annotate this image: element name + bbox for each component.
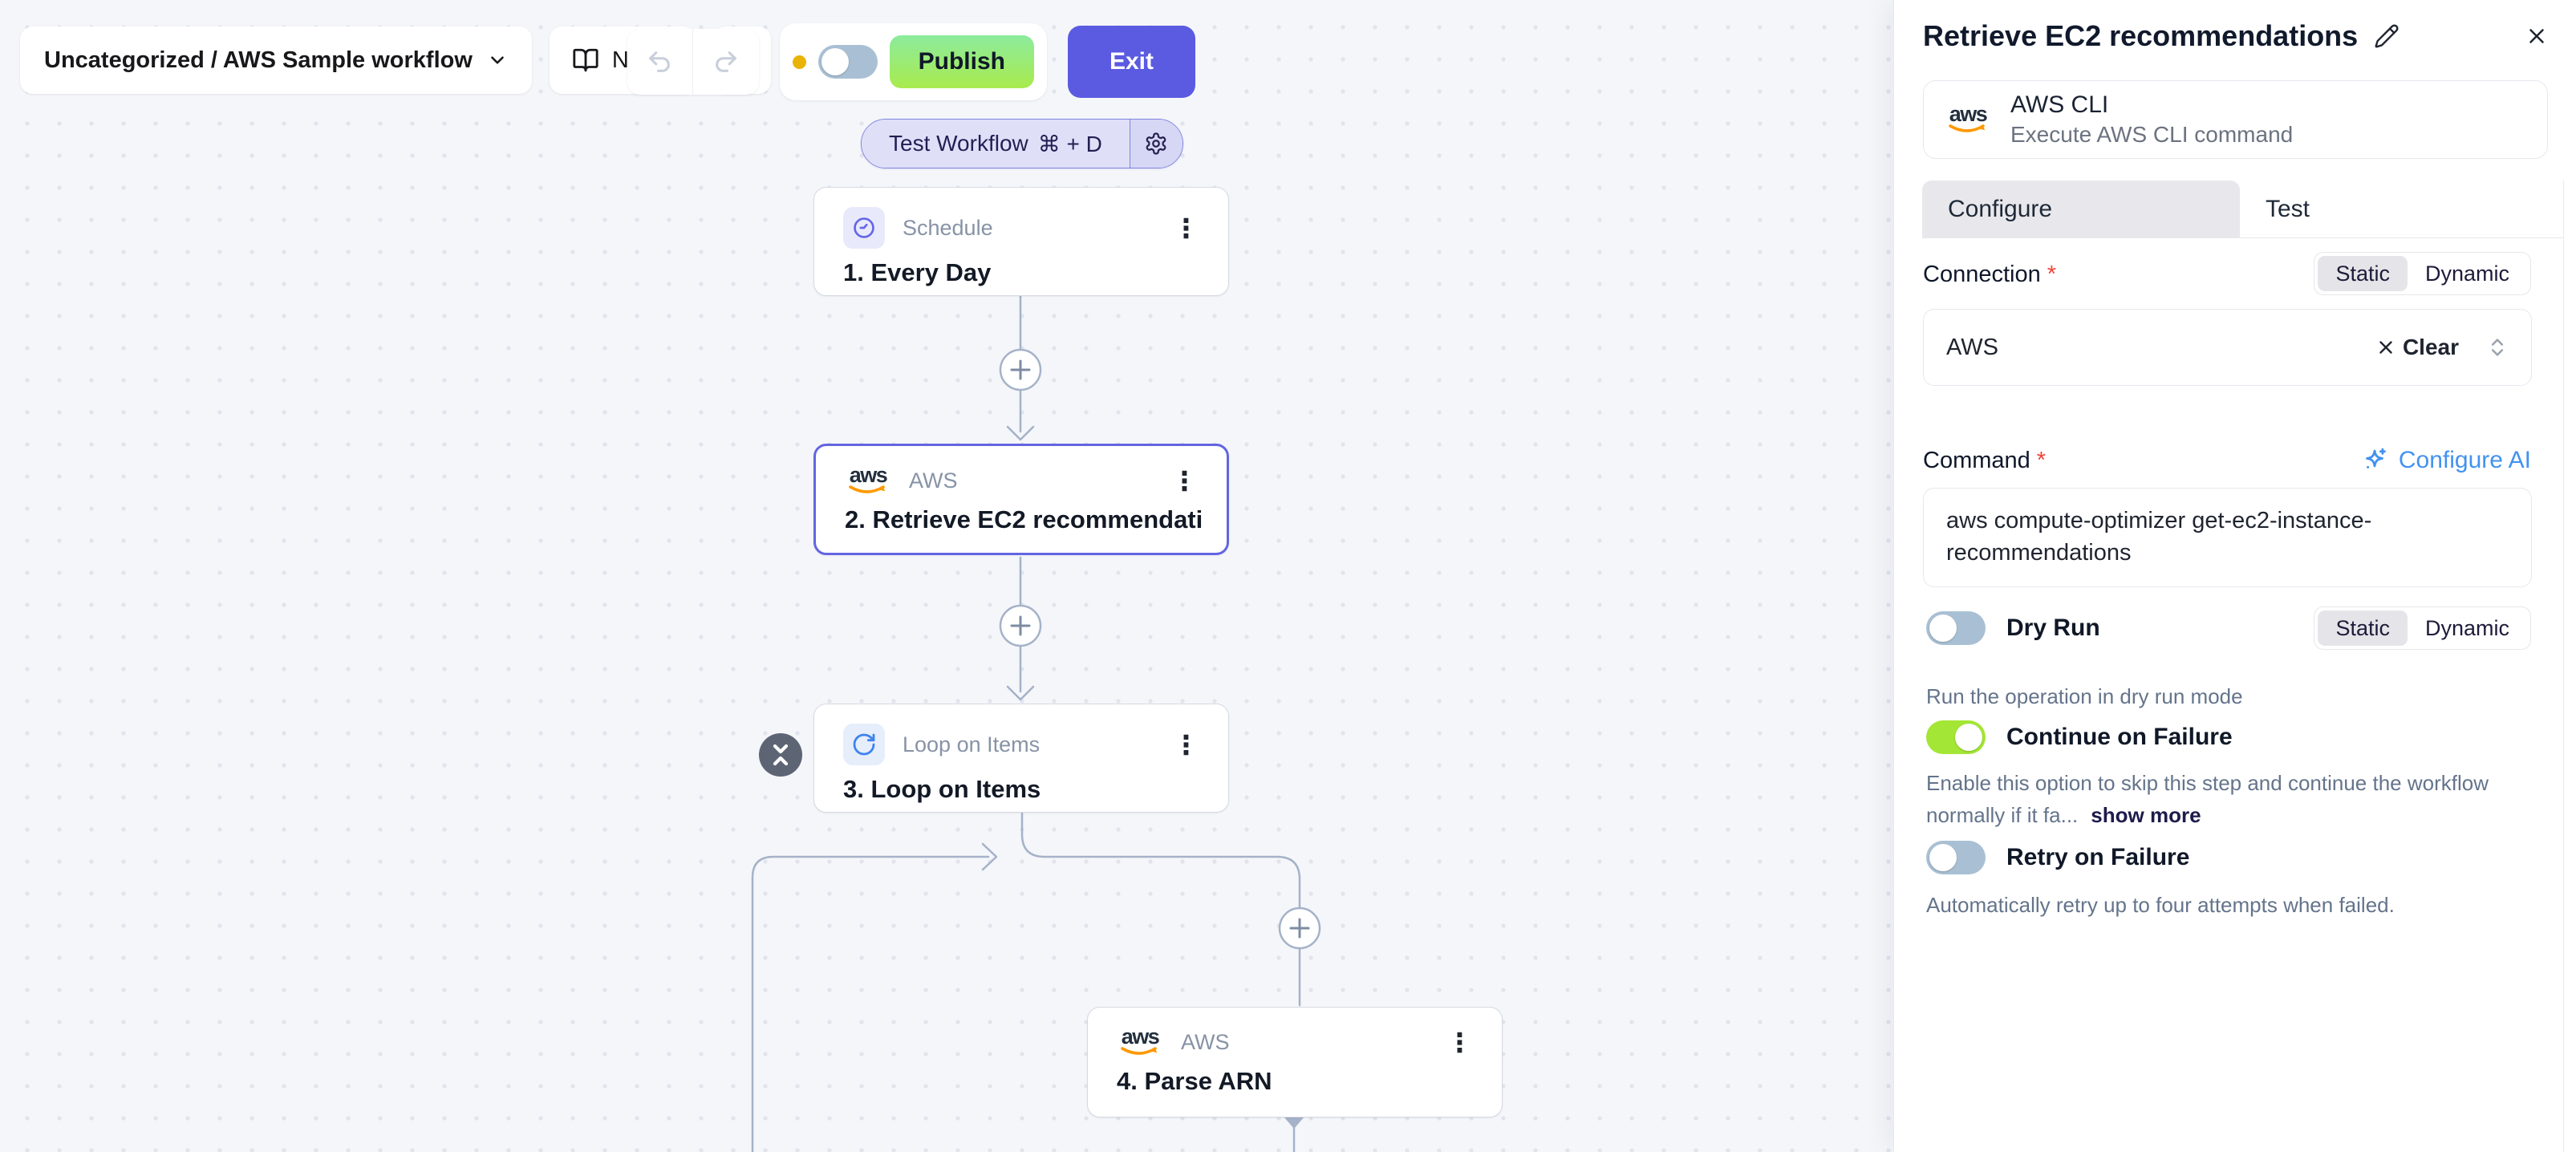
continue-on-failure-toggle[interactable] [1926, 720, 1986, 754]
test-workflow-label: Test Workflow [889, 131, 1028, 156]
test-workflow-button[interactable]: Test Workflow ⌘ + D [862, 120, 1130, 168]
panel-scroll-divider [2563, 181, 2564, 1152]
retry-on-failure-toggle[interactable] [1926, 841, 1986, 874]
exit-button[interactable]: Exit [1067, 26, 1195, 98]
test-workflow-shortcut: ⌘ + D [1037, 131, 1102, 156]
node-menu-button[interactable]: ⋮ [1171, 465, 1198, 496]
node-menu-button[interactable]: ⋮ [1446, 1027, 1473, 1057]
collapse-loop-button[interactable] [759, 733, 802, 777]
publish-controls: Publish [779, 23, 1047, 100]
piece-name: AWS CLI [2010, 91, 2109, 118]
node-title: 3. Loop on Items [843, 775, 1041, 803]
connection-value: AWS [1946, 334, 1998, 360]
unsaved-changes-indicator [792, 55, 806, 69]
connection-select[interactable]: AWS Clear [1923, 309, 2532, 386]
dynamic-option[interactable]: Dynamic [2424, 615, 2509, 640]
chevron-down-icon [487, 50, 508, 71]
command-input[interactable]: aws compute-optimizer get-ec2-instance-r… [1923, 488, 2532, 587]
x-icon [2379, 341, 2392, 354]
node-schedule[interactable]: Schedule ⋮ 1. Every Day [813, 187, 1229, 296]
notes-book-icon [572, 47, 599, 74]
show-more-link[interactable]: show more [2091, 803, 2201, 827]
node-type-label: AWS [909, 468, 958, 493]
undo-button[interactable] [627, 29, 693, 95]
configure-ai-button[interactable]: Configure AI [2360, 446, 2531, 475]
command-label: Command* [1923, 447, 2047, 473]
connection-label: Connection* [1923, 262, 2057, 287]
piece-description: Execute AWS CLI command [2010, 122, 2294, 147]
piece-info-card: aws AWS CLI Execute AWS CLI command [1923, 80, 2548, 159]
chevrons-collapse-icon [773, 744, 789, 766]
clear-connection-button[interactable]: Clear [2375, 335, 2459, 360]
dry-run-toggle[interactable] [1926, 611, 1986, 645]
node-loop-on-items[interactable]: Loop on Items ⋮ 3. Loop on Items [813, 704, 1229, 813]
loop-rotate-icon [843, 724, 885, 765]
workflow-name: Uncategorized / AWS Sample workflow [44, 47, 473, 73]
history-controls [627, 29, 759, 95]
aws-logo-icon: aws [845, 464, 891, 496]
node-menu-button[interactable]: ⋮ [1173, 213, 1199, 243]
panel-tabs: Configure Test [1922, 181, 2563, 238]
workflow-edges [751, 294, 1321, 1152]
tab-test[interactable]: Test [2266, 195, 2310, 222]
node-title: 2. Retrieve EC2 recommendati… [845, 505, 1203, 533]
test-workflow-control: Test Workflow ⌘ + D [861, 119, 1183, 168]
canvas-toolbar-right: Publish Exit [627, 23, 1195, 100]
add-step-button[interactable] [999, 604, 1042, 647]
retry-on-failure-label: Retry on Failure [2006, 844, 2190, 870]
redo-button[interactable] [693, 29, 759, 95]
connection-static-dynamic-switch: Static Dynamic [2314, 252, 2531, 295]
schedule-clock-icon [843, 207, 885, 249]
dry-run-helper: Run the operation in dry run mode [1926, 684, 2243, 708]
close-panel-button[interactable] [2521, 21, 2552, 51]
gear-icon [1146, 132, 1166, 155]
dynamic-option[interactable]: Dynamic [2424, 261, 2509, 286]
step-settings-panel: Retrieve EC2 recommendations aws AWS CLI… [1893, 0, 2576, 1152]
flow-canvas[interactable]: Uncategorized / AWS Sample workflow Note… [0, 0, 1893, 1152]
tab-configure[interactable]: Configure [1922, 181, 2240, 237]
continue-on-failure-label: Continue on Failure [2006, 724, 2233, 750]
continue-on-failure-helper: Enable this option to skip this step and… [1926, 771, 2489, 827]
chevrons-up-down-icon [2491, 339, 2504, 356]
undo-icon [649, 51, 671, 72]
node-title: 4. Parse ARN [1117, 1067, 1272, 1095]
dry-run-static-dynamic-switch: Static Dynamic [2314, 606, 2531, 650]
node-menu-button[interactable]: ⋮ [1173, 729, 1199, 760]
add-step-button[interactable] [1278, 907, 1321, 950]
rename-step-button[interactable] [2374, 23, 2400, 49]
static-option[interactable]: Static [2318, 610, 2408, 646]
retry-on-failure-helper: Automatically retry up to four attempts … [1926, 893, 2395, 917]
step-title: Retrieve EC2 recommendations [1923, 19, 2359, 52]
workflow-name-dropdown[interactable]: Uncategorized / AWS Sample workflow [20, 26, 532, 94]
node-bottom-nub [1284, 1118, 1304, 1129]
add-step-button[interactable] [999, 348, 1042, 391]
ai-sparkle-icon [2366, 448, 2386, 469]
node-type-label: AWS [1181, 1029, 1230, 1054]
dry-run-label: Dry Run [2006, 615, 2100, 641]
close-icon [2529, 29, 2544, 43]
node-type-label: Schedule [903, 215, 993, 240]
trigger-settings-button[interactable] [1130, 120, 1183, 168]
aws-logo-icon: aws [1945, 103, 1991, 135]
pencil-icon [2375, 24, 2399, 48]
node-type-label: Loop on Items [903, 732, 1041, 757]
node-retrieve-ec2-recommendations[interactable]: aws AWS ⋮ 2. Retrieve EC2 recommendati… [813, 444, 1229, 555]
redo-icon [715, 51, 736, 72]
publish-button[interactable]: Publish [889, 35, 1034, 88]
static-option[interactable]: Static [2318, 256, 2408, 291]
node-title: 1. Every Day [843, 258, 992, 286]
node-parse-arn[interactable]: aws AWS ⋮ 4. Parse ARN [1087, 1007, 1503, 1118]
aws-logo-icon: aws [1117, 1026, 1163, 1057]
flow-enabled-toggle[interactable] [817, 45, 878, 79]
